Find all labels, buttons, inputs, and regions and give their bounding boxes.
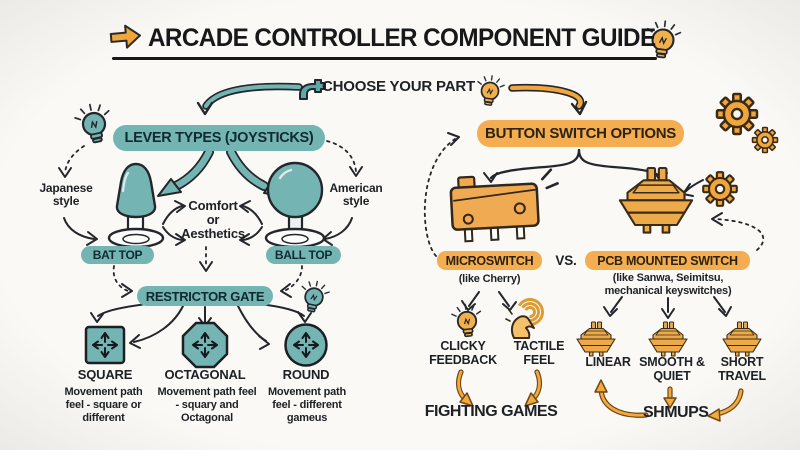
title-arrow-icon [109, 24, 142, 49]
gate-desc-octagonal: Movement path feel - squary and Octagona… [157, 386, 257, 425]
arrows-cherry-traits [461, 291, 517, 311]
dashed-bulb-to-japanese [58, 145, 85, 178]
choose-bulb-icon [474, 73, 507, 108]
american-style-label: American style [329, 181, 383, 209]
japanese-style-label: Japanese style [39, 181, 93, 209]
gate-desc-square: Movement path feel - square or different [64, 386, 143, 425]
ball-top-pill: BALL TOP [266, 246, 341, 264]
arrow-shmups-to-linear [594, 379, 649, 418]
choose-your-part-label: CHOOSE YOUR PART [322, 78, 475, 95]
gate-shape-octagonal [181, 321, 229, 369]
restrictor-gate-pill: RESTRICTOR GATE [137, 286, 273, 306]
linear-label: LINEAR [585, 355, 631, 369]
gear-icon-large [715, 92, 759, 136]
arrow-gear-to-switch [682, 179, 704, 197]
arrows-comfort [162, 200, 263, 246]
gate-shape-square [84, 325, 126, 365]
pcb-sub-label: (like Sanwa, Seimitsu, mechanical keyswi… [604, 272, 732, 298]
gate-label-octagonal: OCTAGONAL [164, 367, 246, 382]
bat-top-pill: BAT TOP [81, 246, 154, 264]
dashed-lever-to-american [326, 140, 363, 177]
keyswitch-icon-smooth [648, 321, 688, 357]
fighting-games-label: FIGHTING GAMES [424, 403, 558, 420]
dashed-comfort-to-restrictor [199, 246, 213, 272]
arrow-lever-to-battop [157, 147, 214, 197]
arrow-smooth-to-shmups [663, 386, 677, 409]
arrow-american-to-balltop [322, 217, 353, 246]
tactile-finger-icon [505, 298, 544, 339]
smooth-quiet-label: SMOOTH & QUIET [639, 355, 705, 383]
microswitch-illustration [449, 168, 559, 243]
microswitch-sub-label: (like Cherry) [458, 273, 521, 285]
arrow-clicky-to-fighting [455, 369, 474, 407]
short-travel-label: SHORT TRAVEL [718, 355, 766, 383]
dashed-micro-to-buttons [423, 132, 460, 257]
bat-top-illustration [107, 162, 165, 249]
dashed-pcbpill-to-switch [711, 212, 765, 251]
gate-label-round: ROUND [282, 367, 330, 382]
faucet-icon [299, 79, 326, 100]
pcb-mounted-switch-pill: PCB MOUNTED SWITCH [585, 251, 750, 270]
arrow-tactile-to-fighting [524, 369, 543, 407]
arrow-short-to-shmups [707, 388, 744, 422]
lever-types-pill: LEVER TYPES (JOYSTICKS) [113, 125, 325, 151]
button-switch-options-pill: BUTTON SWITCH OPTIONS [477, 120, 684, 147]
lever-bulb-icon [71, 99, 116, 147]
page-title: ARCADE CONTROLLER COMPONENT GUIDE [148, 24, 656, 52]
dashed-battop-to-restrictor [112, 265, 133, 298]
restrictor-bulb-icon [296, 277, 332, 315]
arrow-japanese-to-battop [63, 217, 98, 246]
gate-shape-round [284, 323, 328, 367]
gate-label-square: SQUARE [77, 367, 133, 382]
shmups-label: SHMUPS [643, 404, 709, 421]
gear-icon-pcb [702, 171, 738, 207]
microswitch-pill: MICROSWITCH [437, 251, 542, 270]
dashed-balltop-to-restrictor [280, 265, 303, 298]
pcb-switch-illustration [618, 166, 694, 234]
keyswitch-icon-linear [576, 321, 616, 357]
comfort-label: Comfort [188, 198, 238, 213]
ball-top-illustration [264, 161, 326, 249]
arrow-choose-to-buttons [508, 83, 588, 116]
keyswitch-icon-short [722, 321, 762, 357]
bracket-buttons-split [483, 148, 668, 183]
tactile-feel-label: TACTILE FEEL [513, 339, 565, 367]
clicky-feedback-label: CLICKY FEEDBACK [429, 339, 497, 367]
comfort-or-label: or [206, 212, 220, 227]
title-underline [112, 57, 657, 60]
arrows-pcb-traits [603, 296, 732, 319]
gear-icon-small [751, 126, 779, 154]
aesthetics-label: Aesthetics [181, 226, 245, 241]
vs-label: VS. [555, 253, 577, 268]
arrow-choose-to-lever [196, 82, 303, 116]
gate-desc-round: Movement path feel - different gameus [267, 386, 347, 425]
